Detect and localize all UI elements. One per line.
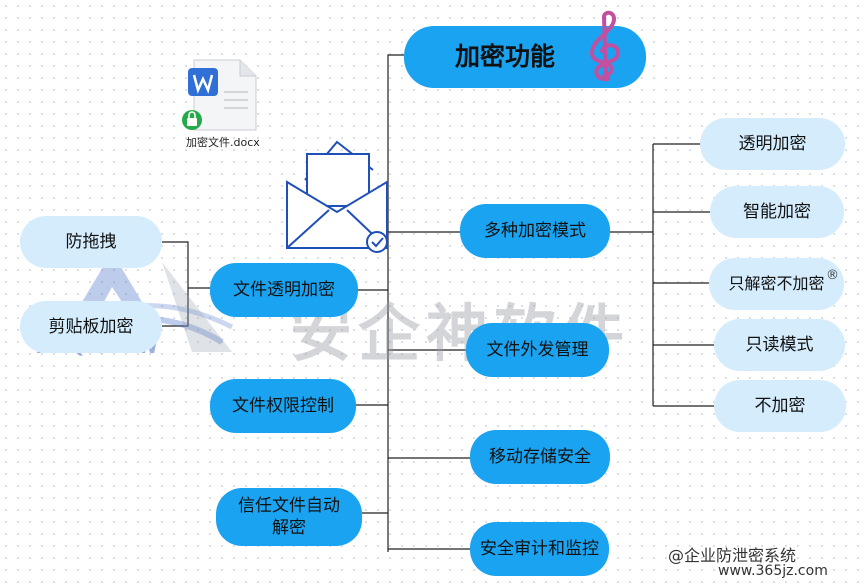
mode-label: 只解密不加密 [728, 273, 825, 293]
branch-node-multi-mode[interactable]: 多种加密模式 [460, 204, 610, 258]
root-node-label: 加密功能 [454, 41, 555, 71]
child-label: 剪贴板加密 [48, 316, 134, 337]
branch-node-outgoing[interactable]: 文件外发管理 [466, 323, 609, 377]
branch-node-mobile[interactable]: 移动存储安全 [470, 430, 610, 484]
branch-node-audit[interactable]: 安全审计和监控 [470, 522, 609, 576]
branch-node-transparent[interactable]: 文件透明加密 [210, 263, 358, 317]
registered-mark: ® [826, 268, 839, 283]
mode-node-no-encryption[interactable]: 不加密 [714, 380, 846, 432]
branch-node-trusted[interactable]: 信任文件自动解密 [216, 488, 362, 546]
branch-label: 文件权限控制 [232, 395, 334, 416]
branch-label: 移动存储安全 [489, 446, 591, 467]
child-node-clipboard[interactable]: 剪贴板加密 [20, 301, 162, 353]
word-file-lock-icon [180, 58, 260, 140]
branch-label: 信任文件自动解密 [238, 495, 340, 538]
branch-node-permission[interactable]: 文件权限控制 [210, 379, 356, 433]
treble-clef-icon [586, 9, 626, 89]
footer-site-text: www.365jz.com [718, 563, 828, 579]
mode-label: 透明加密 [738, 133, 807, 154]
branch-label: 多种加密模式 [484, 220, 586, 241]
mode-node-transparent[interactable]: 透明加密 [700, 118, 845, 170]
mode-node-decrypt-only[interactable]: 只解密不加密 [709, 258, 844, 310]
child-label: 防拖拽 [65, 231, 117, 252]
branch-label: 文件透明加密 [233, 279, 335, 300]
branch-label: 文件外发管理 [486, 339, 589, 360]
footer-source-text: @企业防泄密系统 [668, 546, 797, 565]
mode-label: 只读模式 [745, 334, 814, 355]
envelope-check-icon [285, 140, 395, 259]
mode-node-smart[interactable]: 智能加密 [710, 186, 844, 238]
mode-label: 智能加密 [743, 201, 811, 222]
file-name-label: 加密文件.docx [186, 136, 260, 149]
mode-label: 不加密 [754, 395, 806, 416]
child-node-anti-drag[interactable]: 防拖拽 [20, 216, 162, 268]
mode-node-read-only[interactable]: 只读模式 [714, 319, 845, 371]
branch-label: 安全审计和监控 [480, 538, 599, 559]
